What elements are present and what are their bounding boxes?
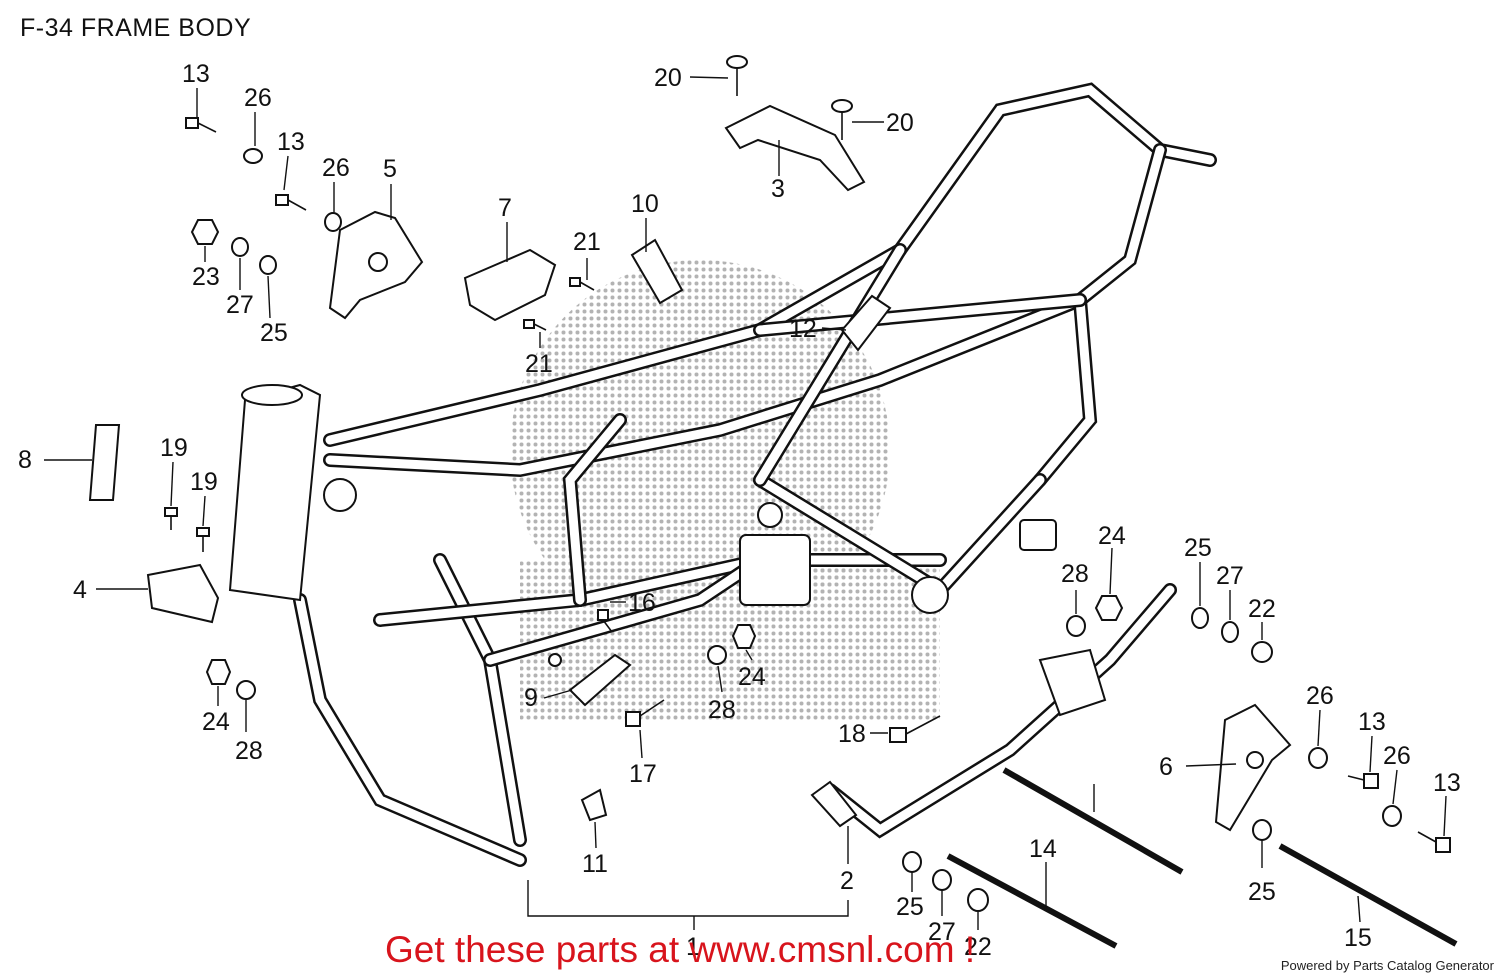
- engine-bolt-15[interactable]: [1278, 843, 1458, 947]
- callout-28: 28: [1061, 560, 1089, 588]
- washer-25-upper[interactable]: [259, 255, 277, 275]
- callout-23: 23: [192, 263, 220, 291]
- washer-27-low[interactable]: [932, 869, 952, 891]
- callout-2: 2: [840, 867, 854, 895]
- bolt-17[interactable]: [625, 699, 665, 727]
- callout-24: 24: [738, 663, 766, 691]
- washer-26-upper[interactable]: [243, 148, 263, 164]
- washer-26-right[interactable]: [1308, 747, 1328, 769]
- callout-27: 27: [928, 918, 956, 946]
- bolt-13-right[interactable]: [1347, 773, 1379, 789]
- callout-4: 4: [73, 576, 87, 604]
- bolt-13-upper[interactable]: [185, 117, 217, 133]
- nut-23[interactable]: [190, 219, 220, 245]
- callout-12: 12: [789, 315, 817, 343]
- callout-7: 7: [498, 194, 512, 222]
- bracket-9[interactable]: [548, 653, 632, 707]
- callout-27: 27: [226, 291, 254, 319]
- callout-24: 24: [1098, 522, 1126, 550]
- callout-14: 14: [1029, 835, 1057, 863]
- washer-28-right[interactable]: [1066, 615, 1086, 637]
- washer-28-center[interactable]: [707, 645, 727, 665]
- callout-16: 16: [628, 589, 656, 617]
- callout-20: 20: [654, 64, 682, 92]
- callout-3: 3: [771, 175, 785, 203]
- callout-25: 25: [896, 893, 924, 921]
- washer-28-left[interactable]: [236, 680, 256, 700]
- bolt-20-upper[interactable]: [726, 55, 748, 96]
- promo-banner-link[interactable]: Get these parts at www.cmsnl.com !: [385, 929, 976, 970]
- diagram-title: F-34 FRAME BODY: [20, 14, 252, 42]
- callout-19: 19: [190, 468, 218, 496]
- callout-19: 19: [160, 434, 188, 462]
- callout-24: 24: [202, 708, 230, 736]
- callout-13: 13: [182, 60, 210, 88]
- nut-22-right[interactable]: [1251, 641, 1273, 663]
- callout-20: 20: [886, 109, 914, 137]
- callout-28: 28: [235, 737, 263, 765]
- callout-6: 6: [1159, 753, 1173, 781]
- engine-bolt-14[interactable]: [1002, 767, 1184, 875]
- callout-26: 26: [244, 84, 272, 112]
- bolt-21-upper[interactable]: [569, 277, 595, 291]
- bolt-13-upper-2[interactable]: [275, 194, 307, 211]
- callout-18: 18: [838, 720, 866, 748]
- clip-11[interactable]: [580, 788, 608, 822]
- callout-22: 22: [964, 933, 992, 961]
- callout-13: 13: [277, 128, 305, 156]
- callout-9: 9: [524, 684, 538, 712]
- powered-by-footer: Powered by Parts Catalog Generator: [1280, 958, 1494, 973]
- callout-5: 5: [383, 155, 397, 183]
- callout-25: 25: [1184, 534, 1212, 562]
- callout-17: 17: [629, 760, 657, 788]
- nut-24-right[interactable]: [1094, 595, 1124, 621]
- callout-26: 26: [1383, 742, 1411, 770]
- bracket-3[interactable]: [724, 104, 866, 192]
- engine-bolt-14-b[interactable]: [946, 853, 1118, 949]
- callout-26: 26: [1306, 682, 1334, 710]
- nut-24-center[interactable]: [731, 624, 757, 649]
- bolt-18[interactable]: [889, 715, 941, 743]
- bracket-7[interactable]: [463, 248, 557, 322]
- callout-13: 13: [1433, 769, 1461, 797]
- bolt-21-lower[interactable]: [523, 319, 547, 331]
- bolt-19-a[interactable]: [164, 507, 178, 530]
- tape-10[interactable]: [630, 238, 684, 305]
- callout-8: 8: [18, 446, 32, 474]
- sub-frame-2[interactable]: [810, 583, 1177, 839]
- bolt-19-b[interactable]: [196, 527, 210, 552]
- bolt-16[interactable]: [597, 609, 613, 633]
- callout-27: 27: [1216, 562, 1244, 590]
- hanger-6[interactable]: [1214, 703, 1292, 832]
- callout-25: 25: [1248, 878, 1276, 906]
- washer-27-upper[interactable]: [231, 237, 249, 257]
- bolt-13-right-2[interactable]: [1417, 831, 1451, 853]
- bolt-20-right[interactable]: [831, 99, 853, 140]
- washer-27-right[interactable]: [1221, 621, 1239, 643]
- callout-15: 15: [1344, 924, 1372, 952]
- washer-26-right-2[interactable]: [1382, 805, 1402, 827]
- callout-10: 10: [631, 190, 659, 218]
- callout-1: 1: [686, 933, 700, 961]
- engine-hanger-5[interactable]: [328, 210, 424, 320]
- tape-12[interactable]: [840, 294, 892, 352]
- cover-4[interactable]: [146, 563, 220, 624]
- callout-26: 26: [322, 154, 350, 182]
- nut-22-low[interactable]: [967, 888, 989, 912]
- callout-11: 11: [582, 850, 608, 878]
- callout-22: 22: [1248, 595, 1276, 623]
- callout-25: 25: [260, 319, 288, 347]
- callout-28: 28: [708, 696, 736, 724]
- washer-25-low[interactable]: [902, 851, 922, 873]
- washer-26-upper-2[interactable]: [324, 212, 342, 232]
- callout-21: 21: [525, 350, 553, 378]
- washer-25-right[interactable]: [1191, 607, 1209, 629]
- callout-21: 21: [573, 228, 601, 256]
- washer-25-low-right[interactable]: [1252, 819, 1272, 841]
- sticker-8[interactable]: [88, 424, 121, 501]
- nut-24-left[interactable]: [205, 659, 232, 685]
- callout-13: 13: [1358, 708, 1386, 736]
- main-frame[interactable]: [228, 82, 1217, 867]
